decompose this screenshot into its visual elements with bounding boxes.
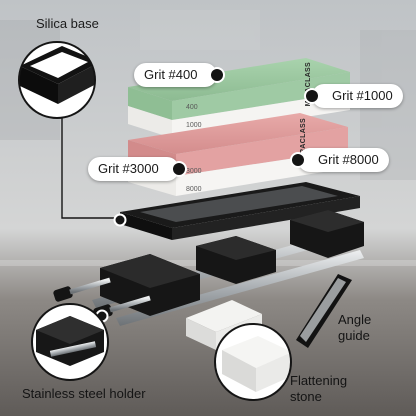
label-stainless-holder: Stainless steel holder [22, 386, 146, 401]
zoom-silica-base [18, 41, 96, 119]
pill-grit-3000: Grit #3000 [88, 157, 185, 181]
angle-guide [296, 274, 352, 348]
zoom-flattening-stone [214, 323, 292, 401]
pill-grit-8000-text: Grit #8000 [318, 152, 379, 167]
callout-dot-base [113, 213, 127, 227]
pill-grit-1000-text: Grit #1000 [332, 88, 393, 103]
stone-mark-3000: 3000 [186, 168, 202, 175]
pill-grit-400-text: Grit #400 [144, 67, 198, 82]
label-silica-base: Silica base [36, 16, 99, 31]
stone-mark-1000: 1000 [186, 122, 202, 129]
silica-base [120, 182, 360, 240]
stainless-holder [53, 210, 364, 326]
stone-400-1000 [128, 58, 350, 138]
label-flattening-stone: Flattening stone [290, 373, 348, 404]
zoom-holder [31, 303, 109, 381]
stone-mark-8000: 8000 [186, 186, 202, 193]
pill-grit-1000: Grit #1000 [306, 84, 403, 108]
pill-grit-8000: Grit #8000 [292, 148, 389, 172]
stone-mark-400: 400 [186, 104, 198, 111]
pill-grit-3000-text: Grit #3000 [98, 161, 159, 176]
label-angle-guide: Angle guide [338, 312, 372, 343]
pill-grit-400: Grit #400 [134, 63, 225, 87]
